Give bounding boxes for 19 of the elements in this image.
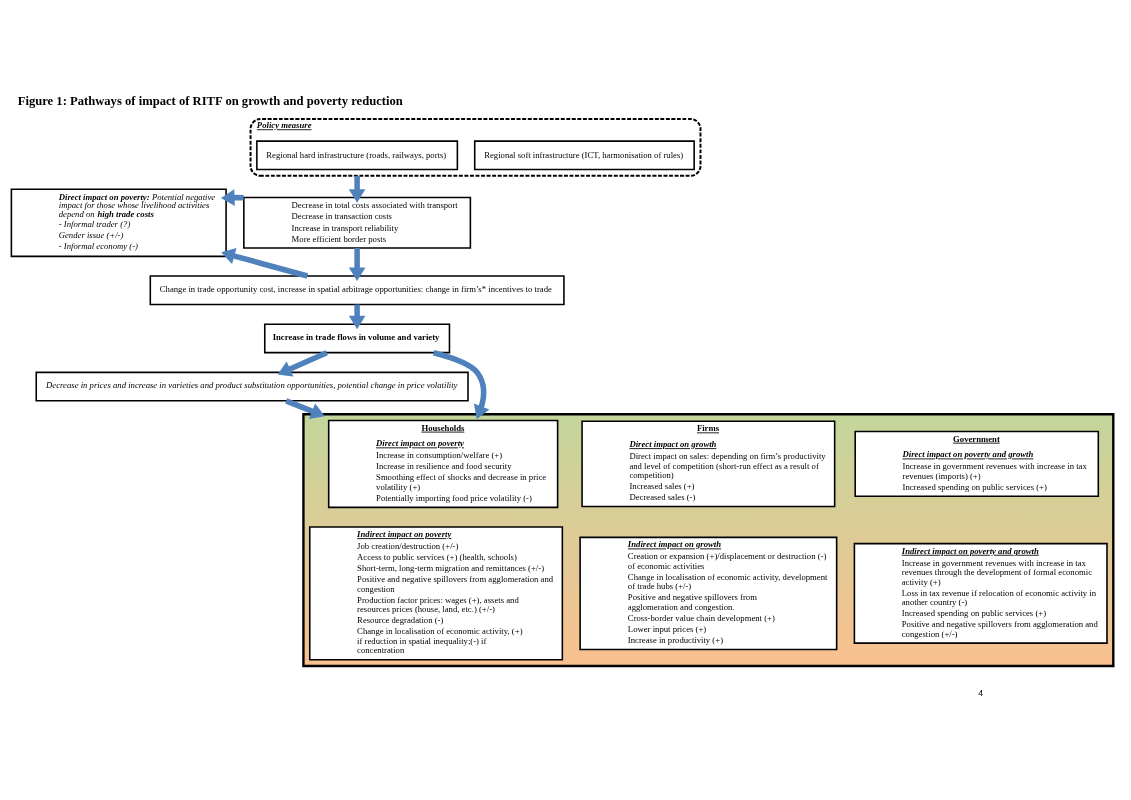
node-box: Regional hard infrastructure (roads, railways, ports)	[256, 140, 459, 171]
arrow	[433, 350, 490, 420]
node-box: Firms Direct impact on growth Direct impact on sales: depending on firm’s productivity and level of competition (short-run effect as a result of competition) Increased sales (+) Decreased sales (-)	[581, 420, 836, 508]
node-box: Decrease in prices and increase in varieties and product substitution opportunities, potential change in price volatility	[35, 371, 469, 402]
label: 4	[978, 687, 984, 698]
arrow	[348, 248, 366, 282]
node-box: Change in trade opportunity cost, increase in spatial arbitrage opportunities: change in firm’s* incentives to trade	[149, 275, 565, 306]
arrow	[277, 350, 328, 377]
node-box: Direct impact on poverty: Potential negative impact for those whose livelihood activities depend on high trade costs - Informal trader (?) Gender issue (+/-) - Informal economy (-)	[10, 188, 227, 258]
node-box: Regional soft infrastructure (ICT, harmonisation of rules)	[473, 140, 695, 171]
node-box: Indirect impact on growth Creation or expansion (+)/displacement or destruction (-) of economic activities Change in localisation of economic activity, development of trade hubs (+/-) Positive and negative spillovers from agglomeration and congestion. Cross-border value chain development (+) Lower input prices (+) Increase in productivity (+)	[579, 536, 838, 651]
node-box: Increase in trade flows in volume and variety	[263, 323, 451, 354]
diagram-title: Figure 1: Pathways of impact of RITF on growth and poverty reduction	[17, 93, 403, 108]
node-box: Decrease in total costs associated with transport Decrease in transaction costs Increase in transport reliability More efficient border posts	[243, 196, 472, 249]
node-box: Government Direct impact on poverty and growth Increase in government revenues with increase in tax revenues (imports) (+) Increased spending on public services (+)	[854, 430, 1100, 498]
node-box: Indirect impact on poverty Job creation/destruction (+/-) Access to public services (+) (health, schools) Short-term, long-term migration and remittances (+/-) Positive and negative spillovers from agglomeration and congestion Production factor prices: wages (+), assets and resources prices (house, land, etc.) (+/-) Resource degradation (-) Change in localisation of economic activity, (+) if reduction in spatial inequality;(-) if concentration	[308, 526, 564, 661]
node-box: Households Direct impact on poverty Increase in consumption/welfare (+) Increase in resilience and food security Smoothing effect of shocks and decrease in price volatility (+) Potentially importing food price volatility (-)	[327, 419, 559, 509]
cluster	[302, 413, 1115, 668]
node-box: Indirect impact on poverty and growth Increase in government revenues with increase in tax revenues through the development of formal economic activity (+) Loss in tax revenue if relocation of economic activity in another country (-) Increased spending on public services (+) Positive and negative spillovers from agglomeration and congestion (+/-)	[853, 542, 1108, 644]
